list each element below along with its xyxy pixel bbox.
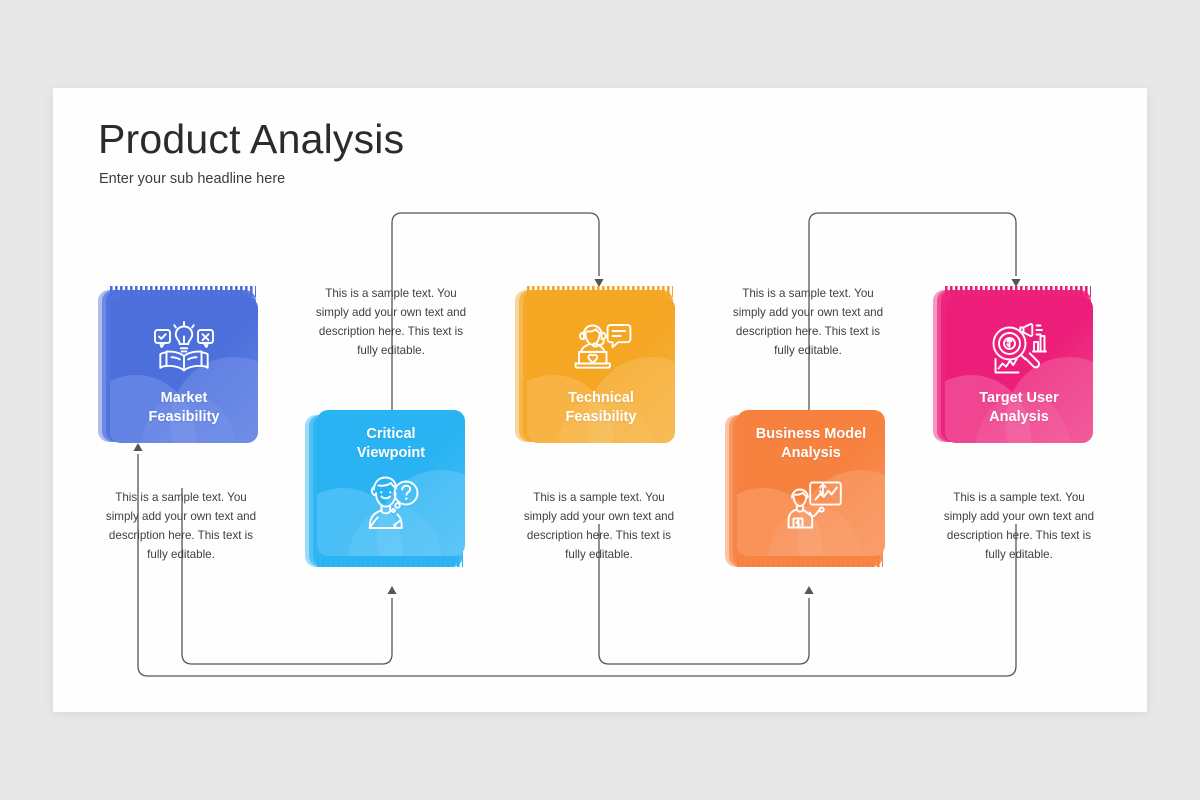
card-hatch-edge xyxy=(737,556,883,567)
card-title-line: Technical xyxy=(568,390,634,406)
connector-card4-to-card5 xyxy=(808,212,1017,418)
arrowhead-up-card4 xyxy=(804,586,814,594)
card-hatch-edge xyxy=(110,286,256,297)
arrowhead-up-card1 xyxy=(133,443,143,451)
arrowhead-down-card5 xyxy=(1011,279,1021,287)
person-question-icon xyxy=(317,473,465,536)
card-title-line: Viewpoint xyxy=(356,445,426,461)
arrowhead-down-card3 xyxy=(594,279,604,287)
page-subtitle: Enter your sub headline here xyxy=(99,171,286,187)
connector-card2-to-card3 xyxy=(391,212,600,418)
description-card4: This is a sample text. You simply add yo… xyxy=(732,287,884,357)
description-card5: This is a sample text. You simply add yo… xyxy=(943,491,1095,561)
magnifier-target-icon xyxy=(945,321,1093,382)
card-hatch-edge xyxy=(317,556,463,567)
description-card3: This is a sample text. You simply add yo… xyxy=(523,491,675,561)
card-title-line: Target User xyxy=(979,390,1059,406)
support-agent-laptop-icon xyxy=(527,321,675,378)
card-title-line: Analysis xyxy=(781,445,841,461)
card-title-line: Business Model xyxy=(755,426,867,442)
connector-diagram xyxy=(133,212,1021,677)
description-card2: This is a sample text. You simply add yo… xyxy=(315,287,467,357)
page-title: Product Analysis xyxy=(98,116,405,162)
card-title-line: Feasibility xyxy=(565,409,637,425)
presenter-chart-icon xyxy=(737,479,885,536)
card-hatch-edge xyxy=(527,286,673,297)
card-title-line: Analysis xyxy=(989,409,1049,425)
card-title-line: Market xyxy=(160,390,208,406)
card-hatch-edge xyxy=(945,286,1091,297)
arrowhead-up-card2 xyxy=(387,586,397,594)
card-title-line: Critical xyxy=(366,426,416,442)
connector-card1-to-card2 xyxy=(181,488,393,665)
connector-card5-to-card1 xyxy=(137,454,1017,677)
description-card1: This is a sample text. You simply add yo… xyxy=(105,491,257,561)
connector-card3-to-card4 xyxy=(598,524,810,665)
card-title-line: Feasibility xyxy=(148,409,220,425)
slide-canvas: Product Analysis Enter your sub headline… xyxy=(53,88,1147,712)
book-lightbulb-icon xyxy=(110,321,258,378)
